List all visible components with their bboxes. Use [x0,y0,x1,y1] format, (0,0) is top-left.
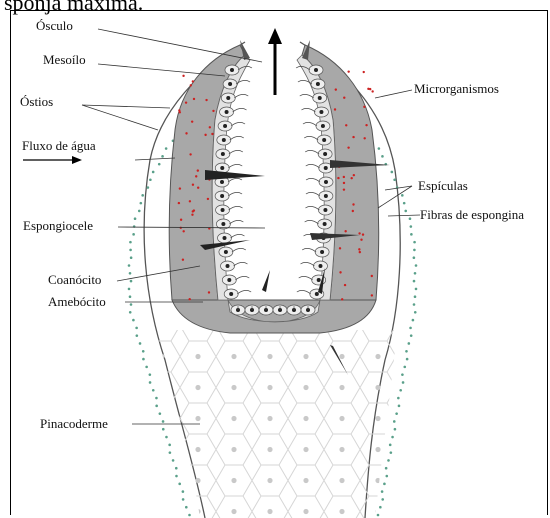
water-flow-arrow-icon [23,156,82,164]
label-mesoilo: Mesoílo [43,52,86,67]
label-pinacoderme: Pinacoderme [40,416,108,431]
choanocyte-cell [305,219,332,229]
choanocyte-cell [273,305,287,315]
choanocyte-cell [305,205,332,215]
choanocyte-cell [217,135,244,145]
choanocyte-cell [245,305,259,315]
choanocyte-cell [215,191,242,201]
choanocyte-cell [224,289,251,299]
choanocyte-cell [219,247,246,257]
choanocyte-cell [306,191,333,201]
choanocyte-cell [306,177,333,187]
choanocyte-cell [259,305,273,315]
label-coanocito: Coanócito [48,272,101,287]
choanocyte-cell [302,247,329,257]
label-ostios: Óstios [20,94,53,109]
choanocyte-cell [300,93,327,103]
label-espongiocele: Espongiocele [23,218,93,233]
label-fluxo: Fluxo de água [22,138,96,153]
choanocyte-cell [303,121,330,131]
choanocyte-cell [300,261,327,271]
choanocyte-cell [221,93,248,103]
label-espiculas: Espículas [418,178,468,193]
choanocyte-cell [216,149,243,159]
choanocyte-cell [287,305,301,315]
osculum-arrow-icon [268,28,282,95]
choanocyte-cell [231,305,245,315]
choanocyte-cell [222,275,249,285]
choanocyte-cell [306,163,333,173]
label-osculo: Ósculo [36,18,73,33]
choanocyte-cell [301,107,328,117]
choanocyte-cell [304,135,331,145]
label-fibras: Fibras de espongina [420,207,524,222]
choanocyte-cell [220,107,247,117]
choanocytes [215,65,333,315]
choanocyte-cell [301,305,315,315]
choanocyte-cell [305,149,332,159]
label-amebocito: Amebócito [48,294,106,309]
choanocyte-cell [218,121,245,131]
label-microrganismos: Microrganismos [414,81,499,96]
choanocyte-cell [216,205,243,215]
choanocyte-cell [221,261,248,271]
